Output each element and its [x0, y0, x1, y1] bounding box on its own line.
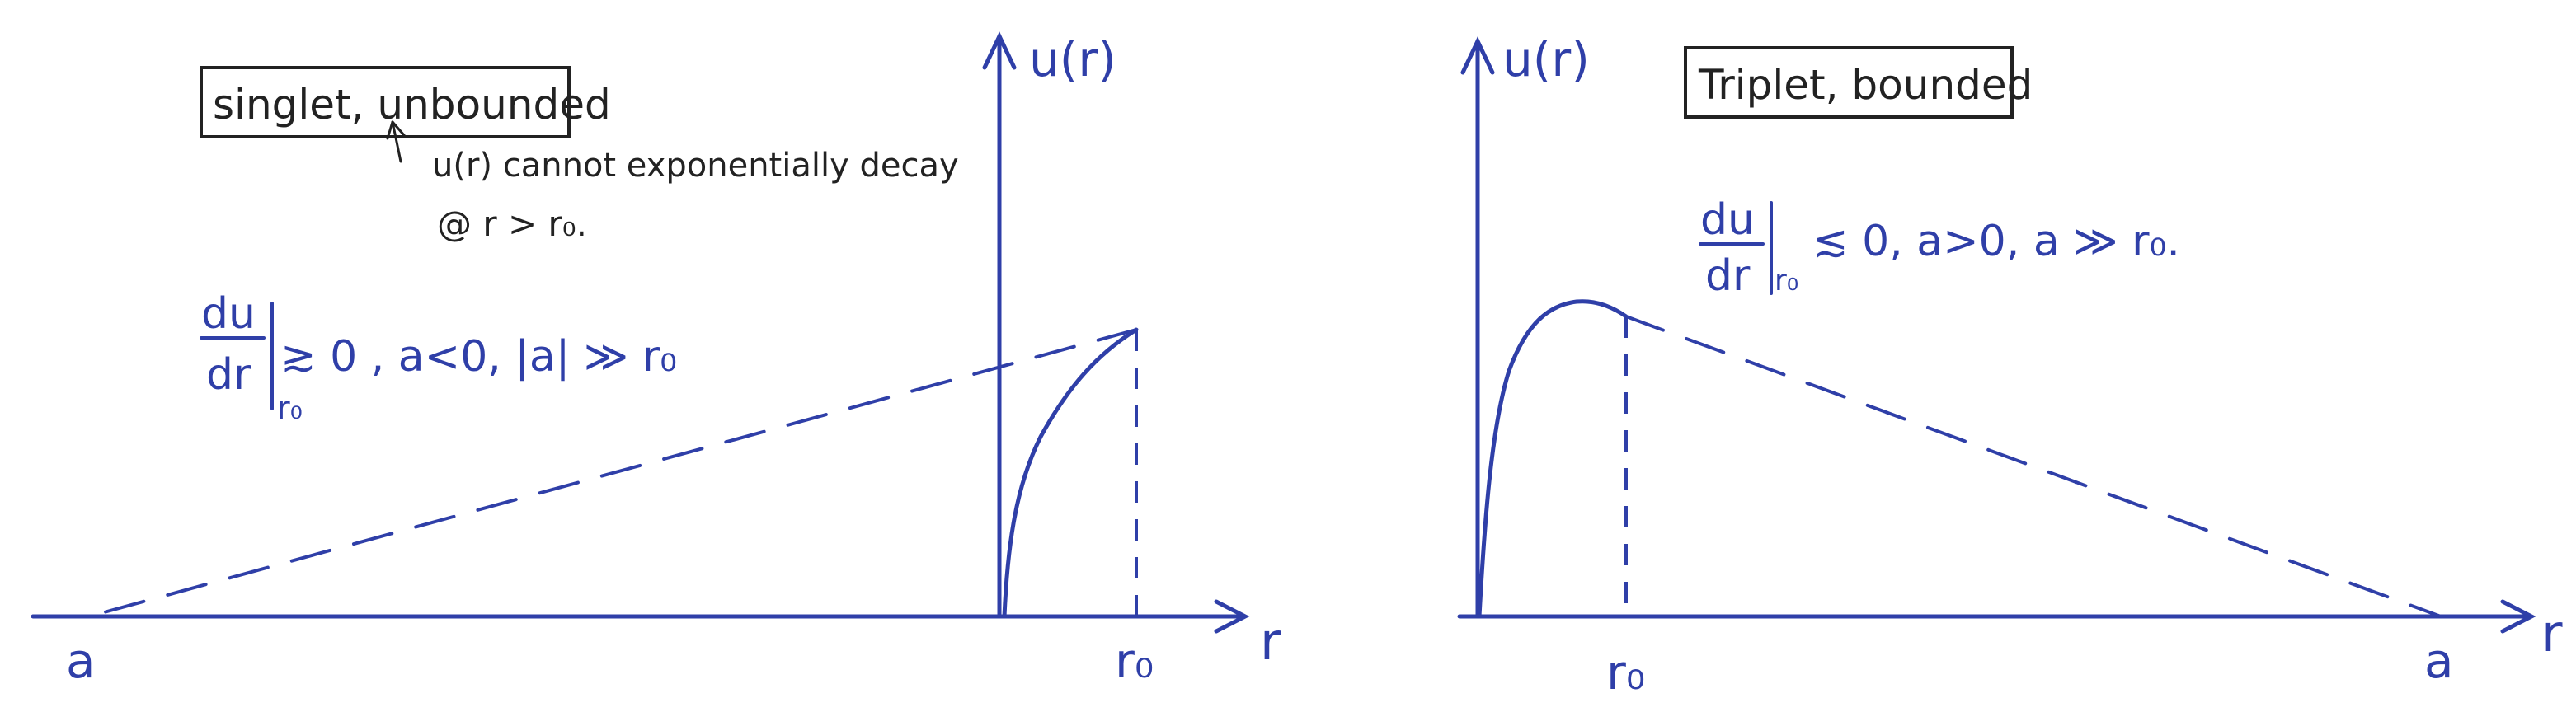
right-tangent-extrapolation	[1624, 315, 2442, 618]
left-note-pointer-arrowhead	[386, 120, 406, 140]
left-y-axis-label: u(r)	[1029, 31, 1116, 87]
right-y-axis-label: u(r)	[1502, 31, 1590, 87]
right-cond-dr: dr	[1705, 251, 1751, 301]
left-cond-rest: ≳ 0 , a<0, |a| ≫ r₀	[280, 332, 677, 382]
right-cond-rest: ≲ 0, a>0, a ≫ r₀.	[1812, 217, 2180, 266]
left-cond-subscript: r₀	[277, 390, 303, 426]
right-x-axis-label: r	[2541, 603, 2563, 663]
right-cond-subscript: r₀	[1775, 264, 1798, 297]
left-note-pointer-arrow	[391, 120, 402, 163]
left-x-axis-label: r	[1260, 611, 1281, 672]
right-wavefunction-curve	[1477, 299, 1629, 619]
left-y-axis-arrowhead	[982, 31, 1017, 70]
left-tangent-extrapolation	[87, 328, 1138, 618]
left-cond-du: du	[201, 289, 256, 339]
right-tick-label-a: a	[2424, 633, 2454, 689]
right-x-axis-arrowhead	[2500, 599, 2536, 634]
left-tick-label-a: a	[66, 633, 96, 689]
left-wavefunction-curve	[1002, 327, 1139, 619]
right-label-box	[1684, 46, 2014, 119]
left-label-text: singlet, unbounded	[213, 81, 611, 129]
left-label-box	[200, 66, 571, 138]
left-x-axis-arrowhead	[1214, 599, 1250, 634]
right-tick-label-r0: r₀	[1606, 644, 1645, 700]
right-panel: r u(r) r₀ a Triplet, bounded du dr r₀ ≲ …	[1457, 31, 2563, 700]
left-tick-label-r0: r₀	[1115, 633, 1154, 689]
left-note-line-2: @ r > r₀.	[437, 204, 587, 244]
left-note-line-1: u(r) cannot exponentially decay	[432, 147, 959, 185]
left-cond-dr: dr	[206, 350, 251, 400]
right-label-text: Triplet, bounded	[1698, 61, 2033, 109]
right-cond-du: du	[1700, 195, 1755, 245]
left-panel: r u(r) a r₀ singlet, unbounded u(r) cann…	[31, 31, 1281, 689]
right-y-axis-arrowhead	[1460, 36, 1495, 75]
